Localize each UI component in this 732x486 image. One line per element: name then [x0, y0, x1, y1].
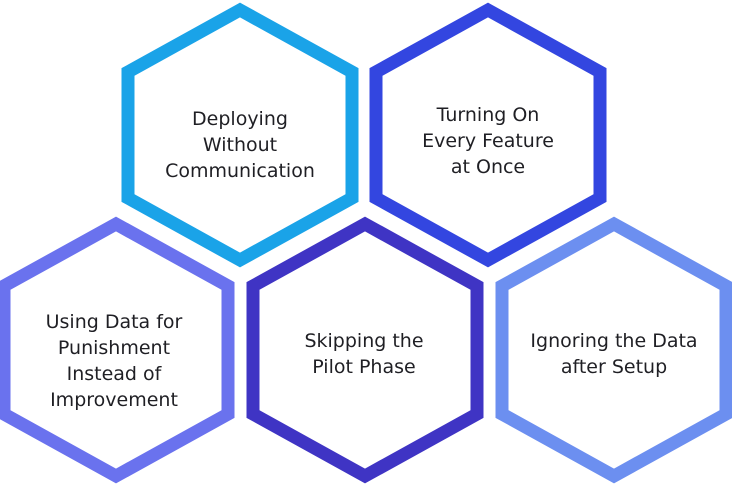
hexagon-2 [369, 2, 607, 268]
hexagon-5-label: Ignoring the Data after Setup [530, 330, 698, 378]
hexagon-3-label: Using Data for Punishment Instead of Imp… [45, 311, 183, 411]
hexagon-4-label: Skipping the Pilot Phase [304, 330, 424, 378]
hexagon-1 [121, 2, 359, 268]
hexagon-3 [0, 216, 235, 484]
hexagon-4 [246, 216, 484, 484]
hexagon-2-label: Turning On Every Feature at Once [422, 104, 554, 178]
hexagon-5 [495, 216, 732, 484]
hexagon-1-label: Deploying Without Communication [165, 108, 315, 182]
